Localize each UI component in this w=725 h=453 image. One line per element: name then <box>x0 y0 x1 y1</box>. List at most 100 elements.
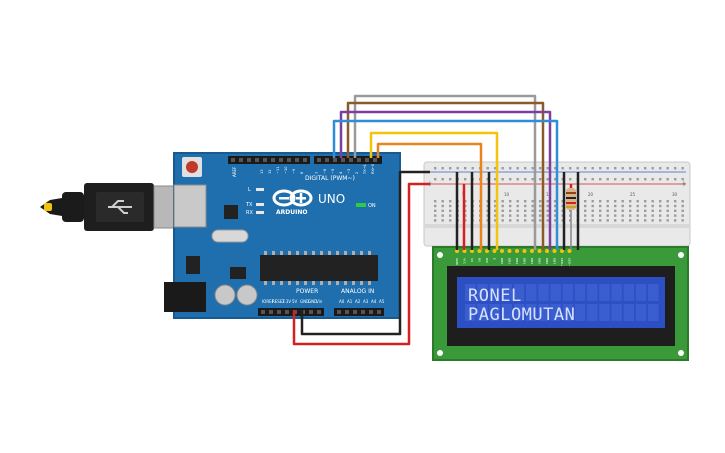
lcd-cell <box>526 304 537 321</box>
power-pin-label: 5V <box>292 299 298 304</box>
digital-pin-label: 13 <box>260 169 264 174</box>
lcd-cell <box>611 284 622 301</box>
digital-header <box>228 156 310 164</box>
digital-pin-label: ~5 <box>331 169 335 174</box>
breadboard-hole <box>464 167 467 170</box>
lcd-cell <box>587 284 598 301</box>
brand-label: ARDUINO <box>276 209 307 216</box>
breadboard-hole <box>509 209 512 212</box>
lcd-pin-label: VCC <box>462 258 466 264</box>
breadboard-hole <box>539 219 542 222</box>
lcd-pin-label: DB2 <box>515 258 519 264</box>
wire-brown <box>346 101 545 250</box>
analog-header <box>334 308 384 316</box>
breadboard-hole <box>644 209 647 212</box>
breadboard-hole <box>546 167 549 170</box>
arduino-uno-board[interactable]: DIGITAL (PWM~) AREF ARDUINO UNO ON L TX … <box>164 152 401 319</box>
breadboard-hole <box>486 200 489 203</box>
breadboard-hole <box>666 214 669 217</box>
breadboard-hole <box>606 219 609 222</box>
lcd-cell <box>477 304 488 321</box>
lcd-pin-label: DB5 <box>537 258 541 264</box>
breadboard-hole <box>659 214 662 217</box>
breadboard-hole <box>509 214 512 217</box>
breadboard-hole <box>629 178 632 181</box>
breadboard-hole <box>531 219 534 222</box>
breadboard-hole <box>486 209 489 212</box>
breadboard-hole <box>681 200 684 203</box>
breadboard-hole <box>561 219 564 222</box>
breadboard-hole <box>516 219 519 222</box>
breadboard-hole <box>531 214 534 217</box>
lcd-pin-label: LED− <box>567 258 571 267</box>
breadboard-hole <box>666 178 669 181</box>
digital-pin-label: TX→1 <box>363 164 367 175</box>
breadboard-hole <box>659 167 662 170</box>
lcd-cell <box>562 284 574 301</box>
breadboard-hole <box>561 209 564 212</box>
breadboard-hole <box>614 178 617 181</box>
lcd-cell <box>635 304 647 321</box>
breadboard-hole <box>629 200 632 203</box>
tx-label: TX <box>245 202 253 208</box>
breadboard-hole <box>659 204 662 208</box>
analog-label: ANALOG IN <box>341 288 374 295</box>
breadboard-hole <box>606 200 609 203</box>
breadboard-hole <box>441 178 444 181</box>
breadboard-hole <box>569 167 572 170</box>
breadboard-hole <box>494 204 497 208</box>
breadboard-hole <box>644 204 647 208</box>
digital-pin-label: 7 <box>315 172 319 174</box>
breadboard-hole <box>621 178 624 181</box>
breadboard-hole <box>524 209 527 212</box>
breadboard-hole <box>569 209 572 212</box>
breadboard-hole <box>606 204 609 208</box>
breadboard-hole <box>434 214 437 217</box>
breadboard-hole <box>599 178 602 181</box>
breadboard-hole <box>629 214 632 217</box>
breadboard-hole <box>659 178 662 181</box>
lcd-pin-label: DB1 <box>507 258 511 264</box>
breadboard-hole <box>554 219 557 222</box>
digital-pin-label: 12 <box>268 169 272 174</box>
breadboard-hole <box>434 200 437 203</box>
breadboard-hole <box>524 219 527 222</box>
lcd-pin-label: DB7 <box>552 258 556 264</box>
lcd-cell <box>538 304 549 321</box>
breadboard-hole <box>584 200 587 203</box>
breadboard-hole <box>554 200 557 203</box>
lcd-cell <box>562 304 574 321</box>
lcd-cell <box>489 304 500 321</box>
digital-label: DIGITAL (PWM~) <box>305 175 355 182</box>
breadboard-hole <box>636 214 639 217</box>
digital-pin-label: RX←0 <box>371 163 375 174</box>
digital-pin-label: ~10 <box>284 166 288 174</box>
lcd-cell <box>550 304 561 321</box>
breadboard-hole <box>441 167 444 170</box>
col-number: 30 <box>672 192 678 197</box>
breadboard-hole <box>554 167 557 170</box>
breadboard-hole <box>569 214 572 217</box>
breadboard-hole <box>614 219 617 222</box>
breadboard-hole <box>606 178 609 181</box>
breadboard-hole <box>539 200 542 203</box>
lcd-pin-label: GND <box>455 258 459 266</box>
wire-blue <box>332 119 559 250</box>
power-pin-label: 3.3V <box>282 299 291 304</box>
breadboard-hole <box>449 219 452 222</box>
breadboard-hole <box>509 178 512 181</box>
lcd-pin-label: LED+ <box>560 258 564 267</box>
lcd-pin <box>507 249 512 253</box>
wires <box>292 94 580 346</box>
breadboard-hole <box>434 209 437 212</box>
breadboard-hole <box>636 209 639 212</box>
breadboard-hole <box>449 214 452 217</box>
usb-symbol-icon <box>108 200 132 214</box>
lcd-cell <box>501 304 513 321</box>
lcd-cell <box>526 284 537 301</box>
lcd-pin-label: DB4 <box>530 258 534 264</box>
breadboard-hole <box>621 219 624 222</box>
lcd-cell <box>501 284 513 301</box>
breadboard-hole <box>509 167 512 170</box>
